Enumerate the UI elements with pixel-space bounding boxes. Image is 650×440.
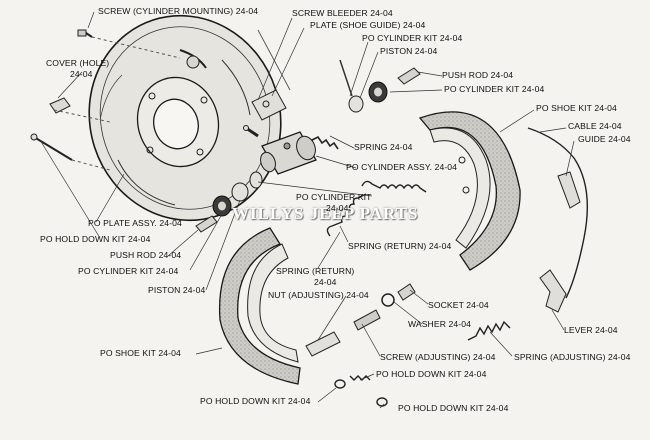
hole-cover-part [49,97,111,123]
backing-plate [88,14,282,222]
label-plate-shoe-guide: PLATE (SHOE GUIDE) 24-04 [310,20,426,30]
label-po-shoe-kit-left: PO SHOE KIT 24-04 [100,348,181,358]
bleeder-screw-part [243,125,259,138]
label-po-hold-down-kit-bottom-right-1: PO HOLD DOWN KIT 24-04 [376,369,487,379]
label-cable: CABLE 24-04 [568,121,622,131]
label-lever: LEVER 24-04 [564,325,618,335]
label-push-rod-top: PUSH ROD 24-04 [442,70,514,80]
cylinder-kit-parts-left [195,171,263,233]
label-piston-left: PISTON 24-04 [148,285,206,295]
label-po-cylinder-kit-mid: PO CYLINDER KIT [296,192,372,202]
label-spring-return-lower: SPRING (RETURN) [276,266,355,276]
label-cover-hole-number: 24-04 [70,69,93,79]
cylinder-mounting-screw-part [77,29,181,59]
label-push-rod-left: PUSH ROD 24-04 [110,250,182,260]
label-screw-adjusting: SCREW (ADJUSTING) 24-04 [380,352,496,362]
label-spring-return-lower-number: 24-04 [314,277,337,287]
brake-shoe-left [218,227,301,385]
label-cover-hole: COVER (HOLE) [46,58,110,68]
label-washer: WASHER 24-04 [408,319,471,329]
wheel-cylinder-assembly [260,131,317,175]
label-po-shoe-kit-right: PO SHOE KIT 24-04 [536,103,617,113]
label-po-cylinder-kit-top: PO CYLINDER KIT 24-04 [362,33,463,43]
label-po-cylinder-kit-left: PO CYLINDER KIT 24-04 [78,266,179,276]
label-po-hold-down-kit-bottom-left: PO HOLD DOWN KIT 24-04 [200,396,311,406]
brake-shoe-right [418,111,521,271]
hold-down-parts-bottom [334,375,388,407]
label-po-hold-down-kit-left: PO HOLD DOWN KIT 24-04 [40,234,151,244]
label-spring-return-right: SPRING (RETURN) 24-04 [348,241,452,251]
adjuster-parts [305,283,511,357]
label-screw-bleeder: SCREW BLEEDER 24-04 [292,8,393,18]
label-screw-cylinder-mounting: SCREW (CYLINDER MOUNTING) 24-04 [98,6,259,16]
label-nut-adjusting: NUT (ADJUSTING) 24-04 [268,290,369,300]
label-piston-top: PISTON 24-04 [380,46,438,56]
cylinder-kit-parts-right [311,59,421,150]
leader-lines [39,11,575,409]
label-socket: SOCKET 24-04 [428,300,489,310]
lever-cable-guide [527,127,588,313]
label-po-cylinder-assy: PO CYLINDER ASSY. 24-04 [346,162,458,172]
label-po-hold-down-kit-bottom-right-2: PO HOLD DOWN KIT 24-04 [398,403,509,413]
return-springs [326,180,427,237]
watermark: WILLYS JEEP PARTS [232,204,419,223]
label-po-plate-assy: PO PLATE ASSY. 24-04 [88,218,182,228]
label-po-cylinder-kit-mid-number: 24-04 [326,203,349,213]
label-po-cylinder-kit-right: PO CYLINDER KIT 24-04 [444,84,545,94]
shoe-guide-plate-part [251,29,291,121]
label-guide: GUIDE 24-04 [578,134,631,144]
label-spring-adjusting: SPRING (ADJUSTING) 24-04 [514,352,631,362]
label-spring: SPRING 24-04 [354,142,413,152]
